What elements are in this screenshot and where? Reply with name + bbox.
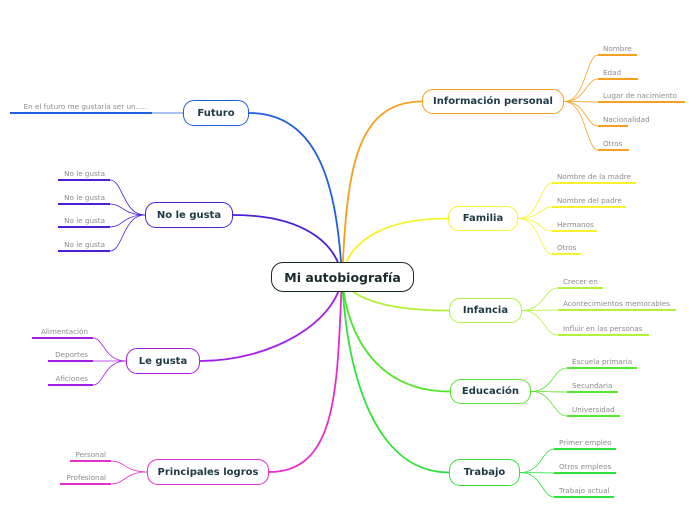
subtopic-connector [521,309,559,311]
subtopic-label[interactable]: Universidad [572,405,615,414]
subtopic-label[interactable]: Otros [603,139,623,148]
subtopic-label[interactable]: Crecer en [563,277,598,286]
subtopic-connector [109,214,146,252]
topic-familia[interactable]: Familia [448,206,518,231]
subtopic-connector [517,206,553,219]
branch-line [199,276,343,362]
subtopic-connector [563,78,599,102]
subtopic-connector [519,472,555,474]
subtopic-connector [530,391,568,393]
subtopic-connector [563,101,599,127]
subtopic-label[interactable]: No le gusta [64,193,105,202]
branch-line [341,276,450,474]
subtopic-connector [110,460,148,473]
subtopic-label[interactable]: Influir en las personas [563,324,643,333]
branch-line [268,276,343,473]
subtopic-label[interactable]: Otros [557,243,577,252]
topic-educacion[interactable]: Educación [450,379,531,404]
subtopic-label[interactable]: Nombre de la madre [557,172,631,181]
topic-nolegusta[interactable]: No le gusta [145,202,233,228]
branch-line [341,100,423,278]
subtopic-label[interactable]: No le gusta [64,169,105,178]
subtopic-label[interactable]: Nombre [603,44,632,53]
subtopic-label[interactable]: No le gusta [64,240,105,249]
topic-infancia[interactable]: Infancia [449,298,522,323]
subtopic-connector [519,472,555,498]
subtopic-label[interactable]: Aficiones [55,374,88,383]
subtopic-connector [109,214,146,228]
subtopic-connector [109,179,146,216]
subtopic-label[interactable]: Trabajo actual [559,486,610,495]
subtopic-label[interactable]: Nombre del padre [557,196,622,205]
subtopic-label[interactable]: Acontecimientos memorables [563,299,671,308]
subtopic-label[interactable]: Alimentación [40,327,88,336]
central-topic[interactable]: Mi autobiografía [271,262,414,292]
subtopic-label[interactable]: Deportes [55,350,88,359]
topic-trabajo[interactable]: Trabajo [449,459,520,486]
subtopic-label[interactable]: Personal [75,450,106,459]
subtopic-label[interactable]: Nacionalidad [603,115,650,124]
subtopic-connector [92,337,127,362]
subtopic-connector [521,287,559,311]
topic-futuro[interactable]: Futuro [183,100,249,126]
branch-line [248,112,343,278]
branch-line [341,276,451,393]
subtopic-label[interactable]: Edad [603,68,622,77]
subtopic-label[interactable]: No le gusta [64,216,105,225]
subtopic-label[interactable]: Hermanos [557,220,594,229]
subtopic-label[interactable]: Profesional [66,473,106,482]
subtopic-connector [530,391,568,417]
subtopic-connector [563,101,599,151]
subtopic-label[interactable]: Escuela primaria [572,357,633,366]
topic-logros[interactable]: Principales logros [147,459,269,485]
subtopic-label[interactable]: Otros empleos [559,462,612,471]
topic-info[interactable]: Información personal [422,89,564,114]
subtopic-connector [517,182,553,219]
subtopic-connector [563,54,599,102]
subtopic-connector [519,448,555,473]
subtopic-label[interactable]: Lugar de nacimiento [603,91,678,100]
subtopic-connector [563,101,599,103]
subtopic-connector [517,218,553,255]
subtopic-label[interactable]: En el futuro me gustaría ser un..... [23,102,147,111]
topic-legusta[interactable]: Le gusta [126,348,200,374]
subtopic-connector [530,367,568,392]
subtopic-connector [109,203,146,216]
subtopic-connector [110,471,148,485]
subtopic-connector [521,310,559,336]
subtopic-label[interactable]: Secundaria [572,381,613,390]
subtopic-label[interactable]: Primer empleo [559,438,612,447]
subtopic-connector [92,360,127,386]
